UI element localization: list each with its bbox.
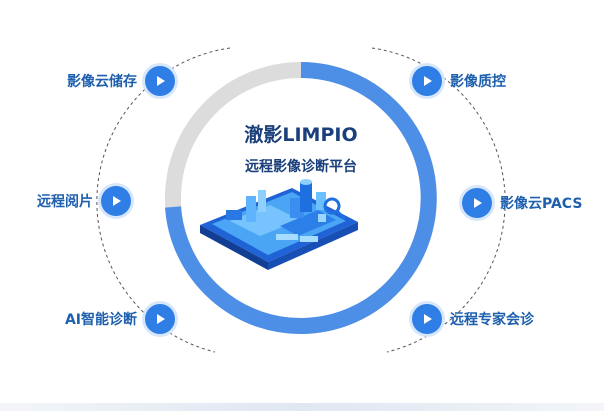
play-circle-icon[interactable] <box>462 188 492 218</box>
bottom-band <box>0 403 604 411</box>
play-circle-icon[interactable] <box>145 304 175 334</box>
feature-label: 影像云储存 <box>67 74 137 90</box>
platform-title: 澈影LIMPIO <box>244 124 358 146</box>
feature-label: AI智能诊断 <box>64 312 137 328</box>
feature-cloud-pacs[interactable]: 影像云PACS <box>462 188 582 218</box>
feature-label: 远程专家会诊 <box>450 312 534 328</box>
feature-label: 影像云PACS <box>500 196 583 212</box>
feature-label: 影像质控 <box>450 74 506 90</box>
ring-blue-segment <box>165 62 437 334</box>
play-circle-icon[interactable] <box>145 66 175 96</box>
play-circle-icon[interactable] <box>101 186 131 216</box>
feature-expert-consultation[interactable]: 远程专家会诊 <box>412 304 534 334</box>
play-circle-icon[interactable] <box>412 66 442 96</box>
feature-remote-reading[interactable]: 远程阅片 <box>37 186 131 216</box>
feature-cloud-storage[interactable]: 影像云储存 <box>67 66 175 96</box>
feature-quality-control[interactable]: 影像质控 <box>412 66 506 96</box>
feature-label: 远程阅片 <box>37 194 93 210</box>
platform-subtitle: 远程影像诊断平台 <box>245 159 357 175</box>
medical-device-illustration <box>200 179 358 270</box>
play-circle-icon[interactable] <box>412 304 442 334</box>
feature-ai-diagnosis[interactable]: AI智能诊断 <box>65 304 175 334</box>
